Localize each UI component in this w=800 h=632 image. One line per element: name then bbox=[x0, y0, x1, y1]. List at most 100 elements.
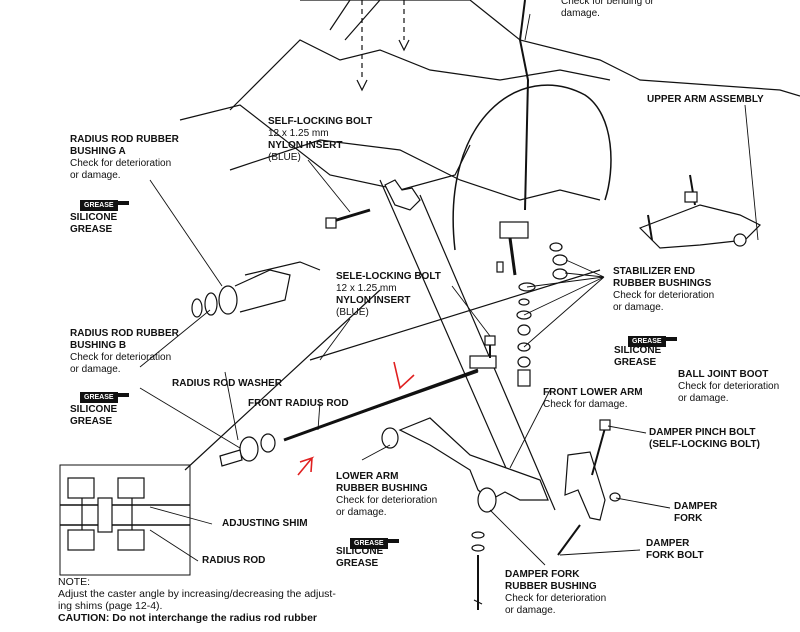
note-block: NOTE: Adjust the caster angle by increas… bbox=[58, 576, 336, 624]
bolt-mid-2: 12 x 1.25 mm bbox=[336, 283, 397, 294]
bushing-a-group bbox=[191, 261, 321, 318]
red-annotation-arrows bbox=[297, 361, 415, 476]
damper-fork-bolt-label: DAMPER FORK BOLT bbox=[646, 538, 704, 562]
upper-arm-assembly bbox=[638, 174, 762, 249]
damper-fork-2: FORK bbox=[674, 513, 703, 524]
damper-fork-label: DAMPER FORK bbox=[674, 501, 717, 525]
grease-icon: GREASE bbox=[628, 330, 677, 348]
fork-bushing-3: Check for deterioration bbox=[505, 593, 607, 604]
damper-fork-1: DAMPER bbox=[674, 501, 718, 512]
fork-bushing-2: RUBBER BUSHING bbox=[505, 581, 597, 592]
silicone-c-2: GREASE bbox=[70, 416, 113, 427]
lower-arm-bushing-3: Check for deterioration bbox=[336, 495, 438, 506]
bushing-b-note-1: Check for deterioration bbox=[70, 352, 172, 363]
grease-tag-d: GREASE bbox=[350, 538, 388, 549]
adjusting-shim-label: ADJUSTING SHIM bbox=[222, 518, 308, 530]
note-label: NOTE: bbox=[58, 576, 91, 588]
leader-lines bbox=[139, 13, 759, 566]
front-lower-arm-title: FRONT LOWER ARM bbox=[543, 387, 643, 398]
stabilizer-bushings bbox=[496, 242, 568, 280]
silicone-b-1: SILICONE bbox=[614, 345, 662, 356]
self-locking-bolt-top bbox=[325, 208, 371, 229]
grease-icon: GREASE bbox=[80, 194, 129, 212]
bolt-top-4: (BLUE) bbox=[268, 152, 301, 163]
silicone-grease-c: SILICONE GREASE bbox=[70, 404, 117, 428]
bushing-b-label: RADIUS ROD RUBBER BUSHING B Check for de… bbox=[70, 328, 179, 376]
bushing-b-title-1: RADIUS ROD RUBBER bbox=[70, 328, 179, 339]
bolt-top-2: 12 x 1.25 mm bbox=[268, 128, 329, 139]
silicone-grease-a: SILICONE GREASE bbox=[70, 212, 117, 236]
note-line-1: Adjust the caster angle by increasing/de… bbox=[58, 588, 336, 600]
silicone-grease-d: SILICONE GREASE bbox=[336, 546, 383, 570]
bolt-mid-1: SELE-LOCKING BOLT bbox=[336, 271, 441, 282]
grease-tag-b: GREASE bbox=[628, 336, 666, 347]
damper-fork bbox=[557, 419, 621, 556]
bushing-a-note-1: Check for deterioration bbox=[70, 158, 172, 169]
front-rod-title: FRONT RADIUS ROD bbox=[248, 398, 349, 409]
caution-line: CAUTION: Do not interchange the radius r… bbox=[58, 612, 318, 624]
radius-rod-label: RADIUS ROD bbox=[202, 555, 265, 567]
grease-icon: GREASE bbox=[350, 532, 399, 550]
bushing-a-title-1: RADIUS ROD RUBBER bbox=[70, 134, 179, 145]
inset-cutaway bbox=[59, 464, 191, 576]
washer-title: RADIUS ROD WASHER bbox=[172, 378, 283, 389]
bushing-a-title-2: BUSHING A bbox=[70, 146, 126, 157]
silicone-d-2: GREASE bbox=[336, 558, 379, 569]
stab-title-1: STABILIZER END bbox=[613, 266, 696, 277]
damper-fork-bushing-label: DAMPER FORK RUBBER BUSHING Check for det… bbox=[505, 569, 606, 617]
ball-joint-note-1: Check for deterioration bbox=[678, 381, 780, 392]
lower-arm-bushing-2: RUBBER BUSHING bbox=[336, 483, 428, 494]
bolt-mid-3: NYLON INSERT bbox=[336, 295, 411, 306]
grease-icon: GREASE bbox=[80, 386, 129, 404]
top-note-line-2: damage. bbox=[561, 8, 600, 19]
damper-fork-bolt-2: FORK BOLT bbox=[646, 550, 704, 561]
grease-tag-c: GREASE bbox=[80, 392, 118, 403]
front-lower-arm bbox=[381, 417, 549, 513]
stabilizer-label: STABILIZER END RUBBER BUSHINGS Check for… bbox=[613, 266, 714, 314]
front-radius-rod bbox=[283, 335, 497, 442]
lower-arm-bushing-1: LOWER ARM bbox=[336, 471, 399, 482]
bushing-a-label: RADIUS ROD RUBBER BUSHING A Check for de… bbox=[70, 134, 179, 182]
bushing-a-note-2: or damage. bbox=[70, 170, 121, 181]
upper-arm-title: UPPER ARM ASSEMBLY bbox=[647, 94, 764, 105]
body-panel bbox=[300, 0, 800, 97]
radius-rod-title: RADIUS ROD bbox=[202, 555, 266, 566]
damper-fork-bolt-1: DAMPER bbox=[646, 538, 690, 549]
adjusting-shim-title: ADJUSTING SHIM bbox=[222, 518, 308, 529]
fork-bushing-4: or damage. bbox=[505, 605, 556, 616]
radius-rod-washer-label: RADIUS ROD WASHER bbox=[172, 378, 282, 390]
lower-bolt-stack bbox=[471, 531, 485, 610]
bolt-top-1: SELF-LOCKING BOLT bbox=[268, 116, 373, 127]
silicone-b-2: GREASE bbox=[614, 357, 657, 368]
sele-locking-bolt-label: SELE-LOCKING BOLT 12 x 1.25 mm NYLON INS… bbox=[336, 271, 441, 319]
frame-bracket bbox=[384, 179, 421, 211]
damper-pinch-bolt-label: DAMPER PINCH BOLT (SELF-LOCKING BOLT) bbox=[649, 427, 760, 451]
stab-title-2: RUBBER BUSHINGS bbox=[613, 278, 712, 289]
bolt-top-3: NYLON INSERT bbox=[268, 140, 343, 151]
stab-note-2: or damage. bbox=[613, 302, 664, 313]
front-radius-rod-label: FRONT RADIUS ROD bbox=[248, 398, 349, 410]
fender-outline bbox=[229, 39, 611, 111]
stabilizer-link bbox=[499, 0, 536, 387]
silicone-d-1: SILICONE bbox=[336, 546, 384, 557]
silicone-a-1: SILICONE bbox=[70, 212, 118, 223]
front-lower-arm-label: FRONT LOWER ARM Check for damage. bbox=[543, 387, 643, 411]
bushing-b-group bbox=[219, 433, 276, 467]
front-lower-arm-note: Check for damage. bbox=[543, 399, 628, 410]
note-line-2: ing shims (page 12-4). bbox=[58, 600, 163, 612]
frame-rail bbox=[179, 104, 471, 191]
ball-joint-note-2: or damage. bbox=[678, 393, 729, 404]
bushing-b-note-2: or damage. bbox=[70, 364, 121, 375]
ball-joint-title: BALL JOINT BOOT bbox=[678, 369, 769, 380]
top-note-line-1: Check for bending or bbox=[561, 0, 654, 7]
self-locking-bolt-label: SELF-LOCKING BOLT 12 x 1.25 mm NYLON INS… bbox=[268, 116, 372, 164]
inner-panel bbox=[229, 139, 601, 201]
lower-arm-bushing-label: LOWER ARM RUBBER BUSHING Check for deter… bbox=[336, 471, 437, 519]
upper-arm-label: UPPER ARM ASSEMBLY bbox=[647, 94, 764, 106]
ball-joint-label: BALL JOINT BOOT Check for deterioration … bbox=[678, 369, 779, 405]
silicone-c-1: SILICONE bbox=[70, 404, 118, 415]
silicone-grease-b: SILICONE GREASE bbox=[614, 345, 661, 369]
silicone-a-2: GREASE bbox=[70, 224, 113, 235]
